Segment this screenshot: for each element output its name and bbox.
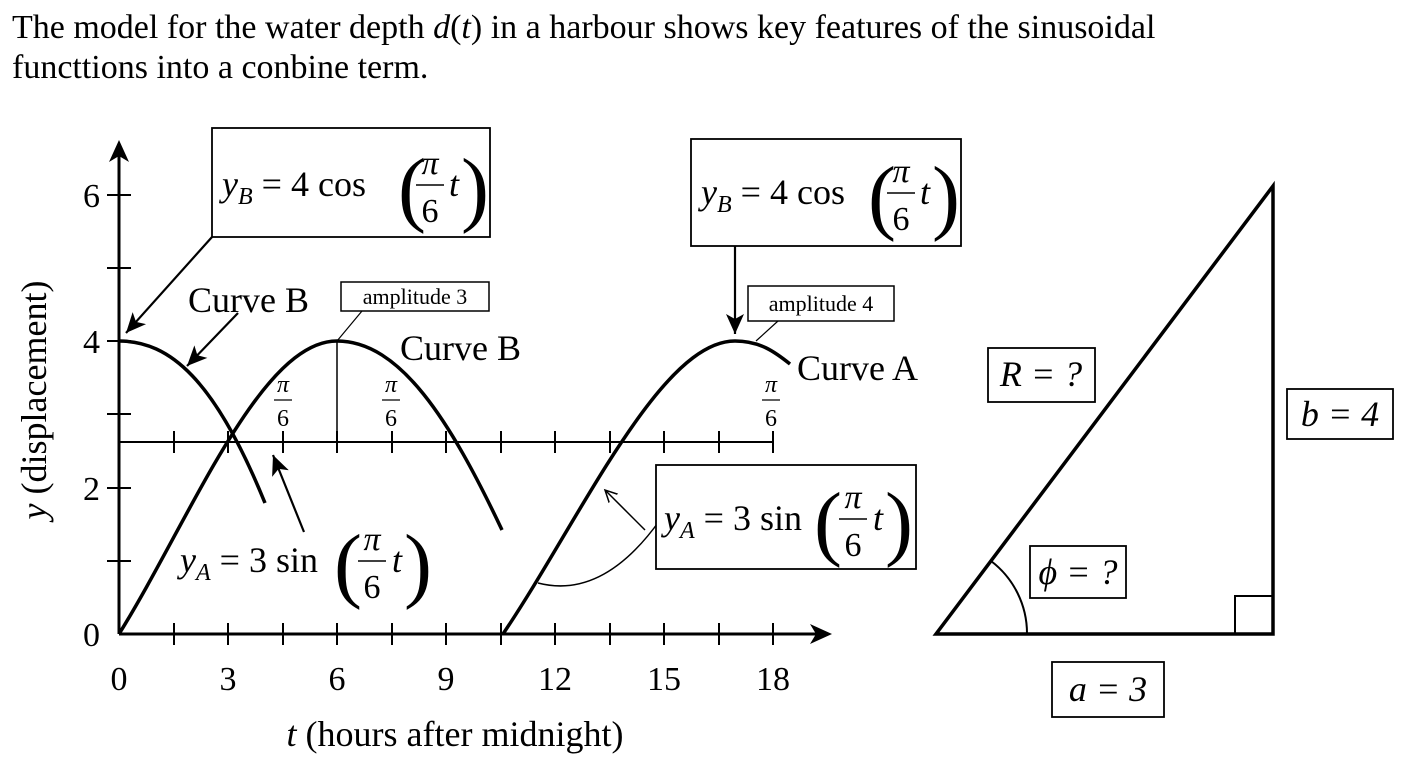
svg-text:b = 4: b = 4 (1301, 394, 1379, 434)
svg-text:(: ( (814, 476, 842, 569)
x-tick-label: 15 (647, 661, 681, 698)
svg-text:ϕ = ?: ϕ = ? (1039, 552, 1118, 592)
svg-text:a = 3: a = 3 (1069, 669, 1147, 709)
svg-text:π: π (892, 153, 910, 190)
right-angle-marker (1234, 595, 1274, 635)
svg-text:): ) (404, 518, 432, 611)
y-tick-label: 2 (83, 471, 100, 508)
equation-ya-right: yA = 3 sin ( π 6 t ) (655, 464, 917, 570)
x-ticks (173, 623, 774, 645)
x-axis-title: t (hours after midnight) (287, 714, 624, 754)
svg-text:): ) (932, 150, 960, 243)
pointer-arrows (125, 236, 744, 587)
x-tick-label: 6 (329, 661, 346, 698)
y-tick-label: 0 (83, 617, 100, 654)
svg-text:R = ?: R = ? (999, 354, 1082, 394)
svg-text:): ) (885, 476, 913, 569)
svg-text:π: π (385, 372, 398, 398)
curve-a-left (117, 339, 504, 635)
eq-a-right-arrow (605, 490, 646, 531)
curve-b-left (118, 339, 267, 504)
svg-text:π: π (421, 145, 439, 182)
intro-line-1: The model for the water depth d(t) in a … (12, 9, 1156, 46)
x-tick-labels: 0 3 6 9 12 15 18 (111, 661, 791, 698)
svg-text:t: t (873, 498, 884, 538)
y-axis-title: y (displacement) (14, 281, 54, 523)
intro-line-2: functtions into a conbine term. (12, 49, 429, 86)
x-tick-label: 9 (438, 661, 455, 698)
svg-text:t: t (392, 540, 403, 580)
eq-b-left-arrow (125, 236, 213, 334)
y-axis-arrow-icon (109, 140, 129, 162)
svg-text:yB = 4 cos: yB = 4 cos (219, 164, 366, 210)
svg-text:6: 6 (385, 406, 397, 432)
svg-text:π: π (844, 479, 862, 516)
pi-over-6-label: π 6 (762, 372, 780, 432)
svg-text:π: π (765, 372, 778, 398)
y-tick-label: 6 (83, 178, 100, 215)
eq-a-left-arrow (271, 454, 306, 533)
svg-text:): ) (461, 142, 489, 235)
svg-text:yB = 4 cos: yB = 4 cos (698, 172, 845, 218)
svg-text:(: ( (334, 518, 362, 611)
b-label-box: b = 4 (1286, 388, 1394, 440)
svg-text:6: 6 (277, 406, 289, 432)
svg-text:yA = 3 sin: yA = 3 sin (661, 498, 802, 544)
curve-b-label: Curve B (188, 280, 309, 320)
x-tick-label: 12 (538, 661, 572, 698)
x-tick-label: 3 (220, 661, 237, 698)
svg-text:6: 6 (765, 406, 777, 432)
curve-b-label: Curve B (400, 328, 521, 368)
phi-label-box: ϕ = ? (1029, 545, 1127, 599)
right-triangle (932, 180, 1275, 636)
triangle-outline (932, 180, 1275, 636)
svg-text:(: ( (398, 142, 426, 235)
svg-text:6: 6 (893, 201, 910, 238)
y-tick-label: 4 (83, 324, 100, 361)
equation-ya-left: yA = 3 sin ( π 6 t ) (177, 518, 432, 611)
svg-text:6: 6 (422, 193, 439, 230)
svg-text:amplitude 3: amplitude 3 (363, 284, 467, 309)
amplitude-4-callout: amplitude 4 (747, 285, 895, 342)
r-label-box: R = ? (987, 347, 1096, 403)
intro-text: The model for the water depth d(t) in a … (12, 8, 1392, 88)
x-axis-arrow-icon (810, 624, 832, 644)
pi-over-6-label: π 6 (274, 372, 292, 432)
svg-text:6: 6 (364, 569, 381, 606)
svg-text:6: 6 (845, 527, 862, 564)
svg-text:yA = 3 sin: yA = 3 sin (177, 540, 318, 586)
y-tick-labels: 0 2 4 6 (83, 178, 100, 654)
angle-arc (990, 560, 1029, 635)
svg-text:(: ( (868, 150, 896, 243)
svg-text:π: π (277, 372, 290, 398)
curves (117, 339, 792, 635)
amplitude-3-callout: amplitude 3 (336, 281, 490, 342)
curve-b-label-arrow (186, 312, 239, 367)
svg-text:t: t (920, 172, 931, 212)
svg-text:amplitude 4: amplitude 4 (769, 291, 873, 316)
x-tick-label: 0 (111, 661, 128, 698)
curve-a-right (501, 339, 792, 635)
curve-a-label: Curve A (797, 348, 918, 388)
a-label-box: a = 3 (1051, 661, 1165, 718)
equation-yb-right: yB = 4 cos ( π 6 t ) (690, 138, 962, 247)
eq-a-right-leader (537, 519, 661, 587)
svg-text:π: π (363, 521, 381, 558)
pi-over-6-label: π 6 (382, 372, 400, 432)
equation-yb-left: yB = 4 cos ( π 6 t ) (211, 127, 491, 238)
svg-text:t: t (449, 164, 460, 204)
x-tick-label: 18 (756, 661, 790, 698)
